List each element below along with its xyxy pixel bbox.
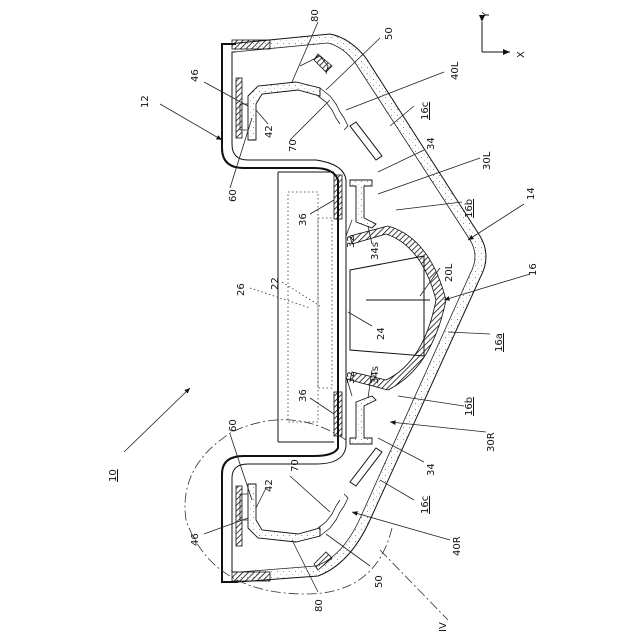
label-70-top: 70 [288, 139, 299, 152]
axis-indicator: Y X [481, 11, 527, 58]
label-40L: 40L [450, 61, 461, 80]
label-32-bottom: 32 [346, 371, 357, 384]
label-30L: 30L [482, 151, 493, 170]
reference-labels: 80 50 40L 16c 34 30L 16b 14 20L 16 16a 1… [108, 9, 539, 632]
label-IV: IV [438, 622, 449, 632]
label-26: 26 [236, 283, 247, 296]
axis-y-label: Y [481, 11, 492, 19]
label-30R: 30R [486, 432, 497, 452]
label-50-top: 50 [384, 27, 395, 40]
detail-circle-IV [185, 420, 448, 620]
label-16c-top: 16c [420, 102, 431, 120]
label-16b-bottom: 16b [464, 397, 475, 416]
label-42-top: 42 [264, 125, 275, 138]
bracket-30R [350, 396, 376, 444]
label-60-top: 60 [228, 189, 239, 202]
label-34s-top: 34s [370, 242, 381, 260]
label-46-bottom: 46 [190, 533, 201, 546]
label-60-bottom: 60 [228, 419, 239, 432]
label-16c-bottom: 16c [420, 496, 431, 514]
label-46-top: 46 [190, 69, 201, 82]
reflector-40R [240, 448, 382, 570]
label-22: 22 [270, 277, 281, 290]
label-42-bottom: 42 [264, 479, 275, 492]
label-36-bottom: 36 [298, 389, 309, 402]
label-16a: 16a [494, 333, 505, 352]
label-34-top: 34 [426, 137, 437, 150]
label-32-top: 32 [346, 235, 357, 248]
housing [222, 40, 346, 582]
label-16b-top: 16b [464, 199, 475, 218]
label-14: 14 [526, 187, 537, 200]
axis-x-label: X [516, 51, 527, 58]
bracket-30L [350, 180, 376, 228]
label-10: 10 [108, 469, 119, 482]
label-80-top: 80 [310, 9, 321, 22]
label-20L: 20L [444, 263, 455, 282]
label-80-bottom: 80 [314, 599, 325, 612]
label-24: 24 [376, 327, 387, 340]
label-12: 12 [140, 95, 151, 108]
label-70-bottom: 70 [290, 459, 301, 472]
label-36-top: 36 [298, 213, 309, 226]
label-34s-bottom: 34s [370, 366, 381, 384]
label-34-bottom: 34 [426, 463, 437, 476]
outer-lens [228, 34, 486, 582]
label-16: 16 [528, 263, 539, 276]
label-50-bottom: 50 [374, 575, 385, 588]
label-40R: 40R [452, 536, 463, 556]
